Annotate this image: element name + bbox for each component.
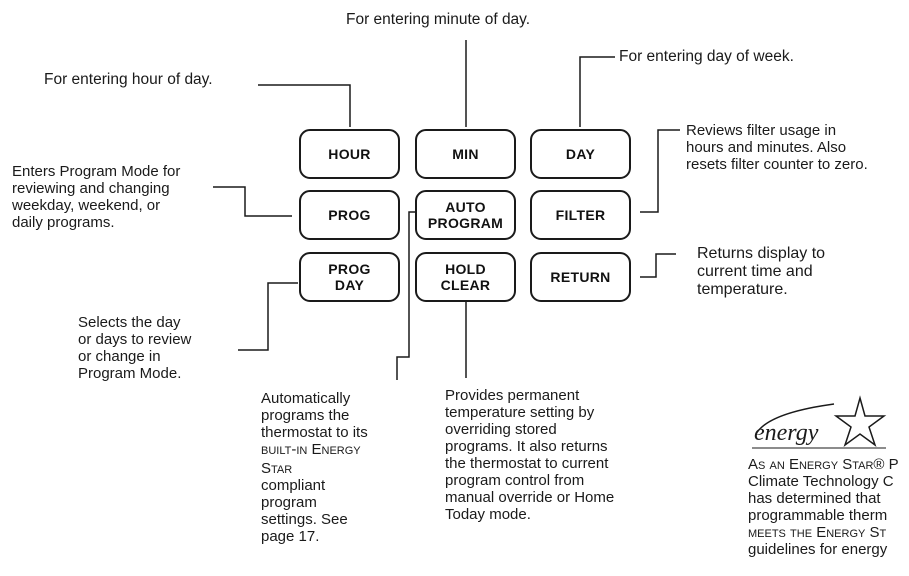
day-button-label: DAY <box>565 146 596 162</box>
prog-day-callout: Selects the day or days to review or cha… <box>78 314 192 382</box>
svg-text:energy: energy <box>754 420 819 446</box>
energy-star-text: As an Energy Star® P Climate Technology … <box>748 456 899 558</box>
return-callout: Returns display to current time and temp… <box>697 245 826 298</box>
minute-callout: For entering minute of day. <box>346 11 531 28</box>
auto-program-button-label-1: AUTO <box>445 199 486 215</box>
hold-clear-button-label-2: CLEAR <box>440 277 491 293</box>
hour-button[interactable]: HOUR <box>299 129 400 179</box>
energy-star-logo: energy <box>752 395 887 449</box>
prog-callout: Enters Program Mode for reviewing and ch… <box>12 163 181 231</box>
hold-clear-button-label-1: HOLD <box>445 261 486 277</box>
auto-program-button[interactable]: AUTO PROGRAM <box>415 190 516 240</box>
filter-button-label: FILTER <box>555 207 606 223</box>
prog-button-label: PROG <box>328 207 371 223</box>
filter-button[interactable]: FILTER <box>530 190 631 240</box>
day-button[interactable]: DAY <box>530 129 631 179</box>
auto-program-callout: Automatically programs the thermostat to… <box>261 390 368 545</box>
prog-day-button[interactable]: PROG DAY <box>299 252 400 302</box>
hour-button-label: HOUR <box>328 146 371 162</box>
prog-day-button-label-2: DAY <box>334 277 365 293</box>
filter-callout: Reviews filter usage in hours and minute… <box>686 122 868 173</box>
prog-button[interactable]: PROG <box>299 190 400 240</box>
hold-clear-button[interactable]: HOLD CLEAR <box>415 252 516 302</box>
return-button-label: RETURN <box>550 269 611 285</box>
day-of-week-callout: For entering day of week. <box>619 48 794 65</box>
min-button-label: MIN <box>452 146 479 162</box>
return-button[interactable]: RETURN <box>530 252 631 302</box>
min-button[interactable]: MIN <box>415 129 516 179</box>
prog-day-button-label-1: PROG <box>328 261 371 277</box>
hour-callout: For entering hour of day. <box>44 71 213 88</box>
hold-clear-callout: Provides permanent temperature setting b… <box>445 387 615 523</box>
auto-program-button-label-2: PROGRAM <box>427 215 504 231</box>
